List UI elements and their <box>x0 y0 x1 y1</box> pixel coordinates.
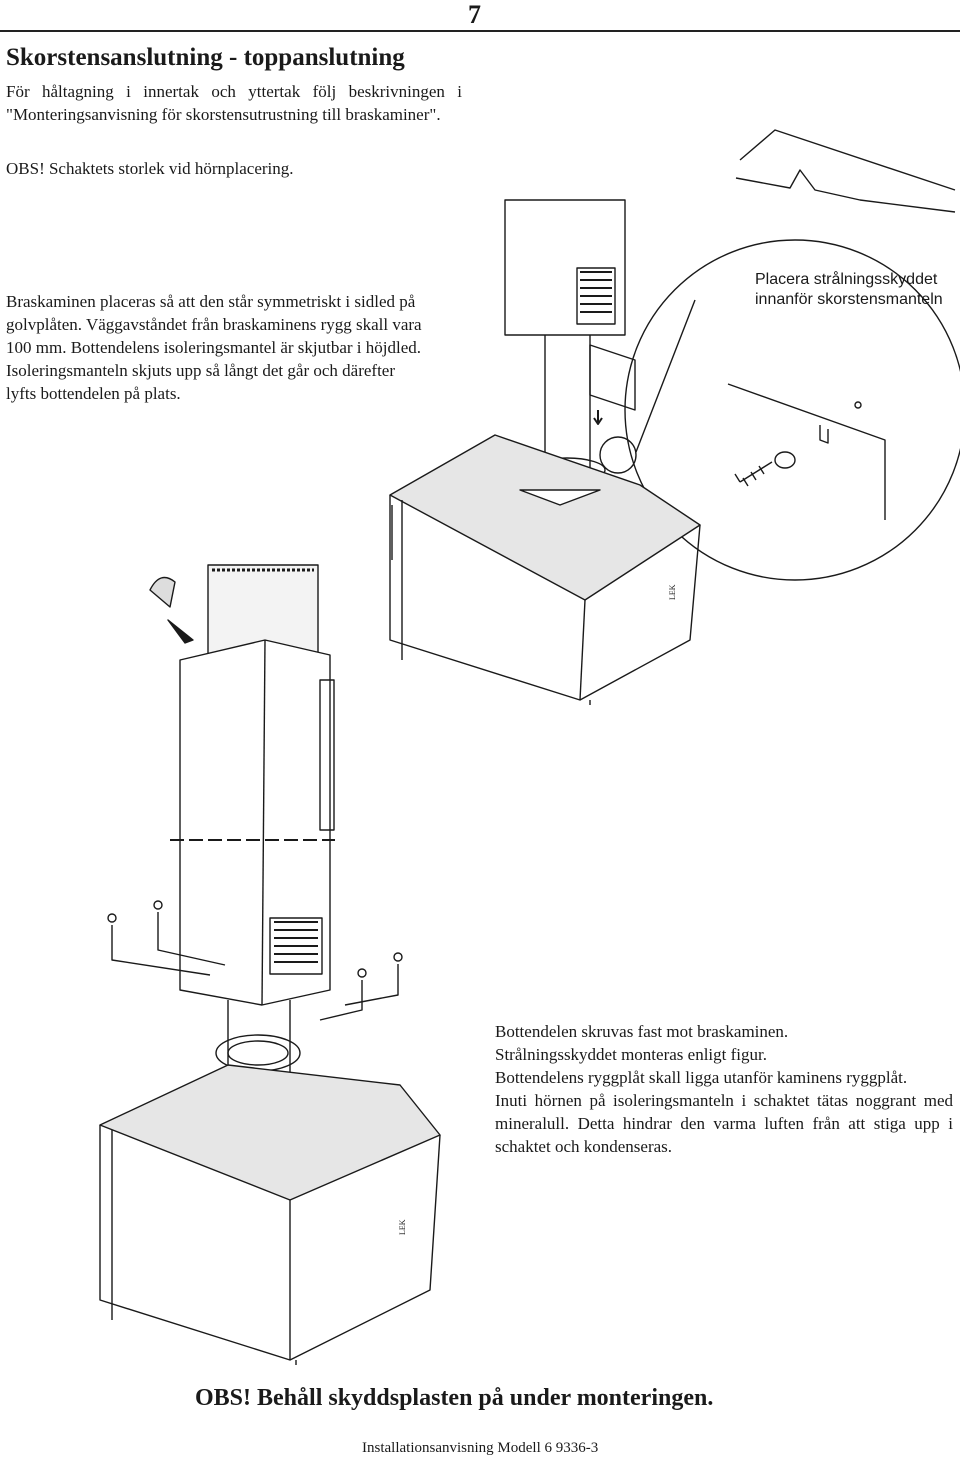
mounting-screws <box>107 900 403 1021</box>
middle-shaft <box>170 639 335 1006</box>
footer-model: Installationsanvisning Modell 6 9336-3 <box>362 1440 599 1456</box>
obs-shaft-note: OBS! Schaktets storlek vid hörnplacering… <box>6 159 294 178</box>
mounting-line: Bottendelen skruvas fast mot braskaminen… <box>495 1022 789 1041</box>
intro-paragraph: För håltagning i innertak och yttertak f… <box>6 82 462 124</box>
radiation-shield <box>589 344 636 425</box>
mounting-line: Inuti hörnen på isoleringsmanteln i scha… <box>495 1091 953 1156</box>
lower-stove: LEK <box>99 1000 441 1365</box>
placement-line: 100 mm. Bottendelens isoleringsmantel är… <box>6 338 422 357</box>
upper-stove: LEK <box>389 434 701 705</box>
mounting-line: Bottendelens ryggplåt skall ligga utanfö… <box>495 1068 908 1087</box>
callout-label: Placera strålningsskyddet innanför skors… <box>755 271 943 308</box>
obs-final-note: OBS! Behåll skyddsplasten på under monte… <box>195 1385 714 1411</box>
ceiling-detail <box>735 129 956 213</box>
mounting-line: Strålningsskyddet monteras enligt figur. <box>495 1045 767 1064</box>
placement-line: Isoleringsmanteln skjuts upp så långt de… <box>6 361 395 380</box>
page-title: Skorstensanslutning - toppanslutning <box>6 44 405 71</box>
stove-brand-label: LEK <box>668 584 677 600</box>
placement-line: golvplåten. Väggavståndet från braskamin… <box>6 315 422 334</box>
placement-paragraph: Braskaminen placeras så att den står sym… <box>6 290 462 405</box>
stove-brand-label: LEK <box>398 1219 407 1235</box>
zoom-circle <box>599 239 960 581</box>
upper-shaft <box>504 199 626 492</box>
placement-line: lyfts bottendelen på plats. <box>6 384 181 403</box>
header-rule <box>0 30 960 32</box>
placement-line: Braskaminen placeras så att den står sym… <box>6 292 416 311</box>
page-number: 7 <box>468 0 481 29</box>
mounting-paragraph: Bottendelen skruvas fast mot braskaminen… <box>495 1020 953 1158</box>
